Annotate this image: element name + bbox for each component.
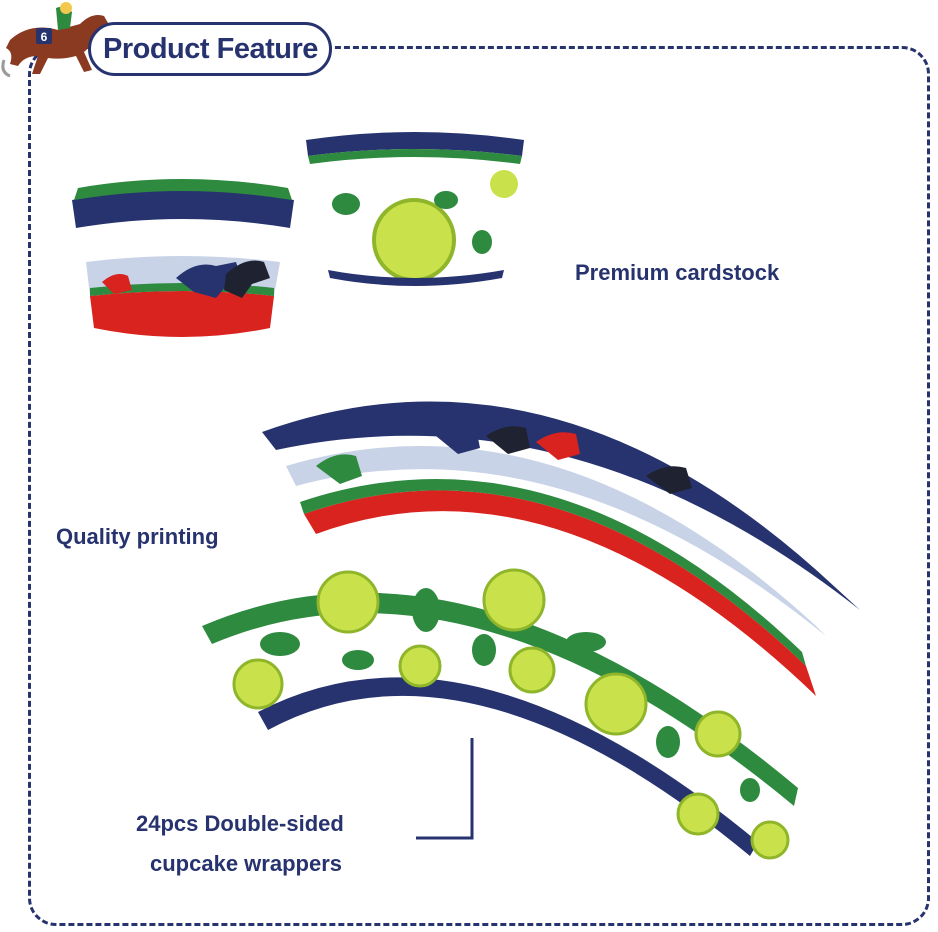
feature-quality-printing: Quality printing bbox=[56, 524, 219, 549]
flat-wrapper-lime bbox=[202, 568, 798, 860]
flat-wrapper-racing bbox=[262, 401, 906, 696]
feature-double-sided-line1: 24pcs Double-sided bbox=[136, 811, 344, 836]
cupcake-wrapper-racing bbox=[72, 179, 294, 337]
feature-double-sided-line2: cupcake wrappers bbox=[150, 851, 342, 876]
product-feature-badge: Product Feature bbox=[88, 22, 332, 76]
dashed-frame bbox=[28, 46, 930, 926]
jockey-number: 6 bbox=[41, 30, 48, 44]
feature-premium-cardstock: Premium cardstock bbox=[575, 260, 780, 285]
racehorse-jockey-icon: 6 bbox=[1, 2, 112, 78]
cupcake-wrapper-lime bbox=[306, 132, 524, 286]
feature-double-sided: 24pcs Double-sided cupcake wrappers bbox=[136, 804, 344, 884]
callout-line bbox=[416, 738, 474, 840]
page-title: Product Feature bbox=[103, 32, 318, 65]
